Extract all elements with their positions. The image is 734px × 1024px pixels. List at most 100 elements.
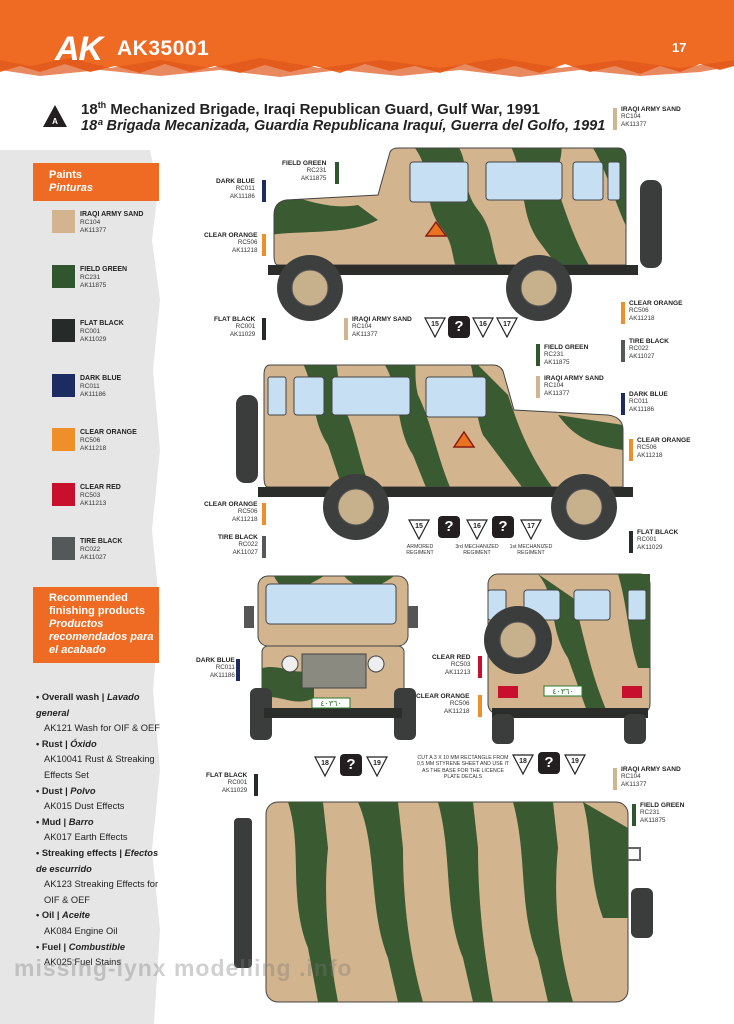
- vehicle-front-view: ٤٠٣٦٠: [244, 575, 418, 740]
- callout-bar: [478, 656, 482, 678]
- decal-row-2: 15 ? 16 ? 17: [408, 516, 548, 566]
- title-marker-icon: A: [43, 105, 67, 127]
- vehicle-rear-view: ٤٠٣٦٠: [484, 573, 651, 744]
- callout-bar: [262, 503, 266, 525]
- regiment-label: 1st MECHANIZED REGIMENT: [509, 544, 553, 557]
- decal-marking-symbol: ?: [340, 754, 362, 776]
- callout-bar: [262, 180, 266, 202]
- paint-swatch: [52, 537, 75, 560]
- decal-number: 18: [321, 760, 329, 767]
- vehicle-left-side-view: [268, 147, 662, 321]
- callout-bar: [536, 376, 540, 398]
- decal-number: 15: [431, 321, 439, 328]
- callout-bar: [478, 695, 482, 717]
- callout-bar: [621, 393, 625, 415]
- decal-rear: 18 ? 19: [512, 752, 586, 776]
- header-banner: [0, 0, 734, 77]
- callout-bar: [254, 774, 258, 796]
- paint-swatch: [52, 210, 75, 233]
- callout-bar: [621, 340, 625, 362]
- paint-swatch: [52, 373, 75, 397]
- decal-number: 15: [415, 523, 423, 530]
- callout-bar: [262, 536, 266, 558]
- page-title-spanish: 18ª Brigada Mecanizada, Guardia Republic…: [81, 118, 606, 134]
- callout-bar: [335, 162, 339, 184]
- decal-number: 16: [479, 321, 487, 328]
- decal-number: 17: [503, 321, 511, 328]
- decal-triangle-icon: [520, 519, 542, 540]
- callout-bar: [629, 439, 633, 461]
- decal-triangle-icon: [466, 519, 488, 540]
- decal-marking-symbol: ?: [538, 752, 560, 774]
- front-plate-text: ٤٠٣٦٠: [320, 699, 341, 708]
- decal-row-1: 15 ? 16 17: [424, 316, 524, 342]
- callout-bar: [613, 108, 617, 130]
- callout-bar: [344, 318, 348, 340]
- decal-number: 16: [473, 523, 481, 530]
- decal-number: 17: [527, 523, 535, 530]
- paint-swatch: [52, 264, 75, 288]
- product-code: AK35001: [117, 37, 210, 60]
- licence-plate-note: CUT A 3 X 10 MM RECTANGLE FROM 0,5 MM ST…: [416, 755, 510, 780]
- decal-marking-symbol: ?: [448, 316, 470, 338]
- callout-bar: [262, 234, 266, 256]
- brand-logo: AK: [55, 30, 103, 68]
- callout-bar: [621, 302, 625, 324]
- decal-number: 18: [519, 758, 527, 765]
- decal-triangle-icon: [366, 756, 388, 777]
- decal-front: 18 ? 19: [314, 754, 388, 778]
- decal-marking-symbol: ?: [438, 516, 460, 538]
- regiment-label: 3rd MECHANIZED REGIMENT: [455, 544, 499, 557]
- callout-bar: [536, 344, 540, 366]
- decal-number: 19: [373, 760, 381, 767]
- finishing-heading: Recommended finishing products Productos…: [33, 587, 159, 663]
- vehicle-right-side-view: [236, 364, 633, 540]
- callout-bar: [262, 318, 266, 340]
- regiment-label: ARMORED REGIMENT: [406, 544, 434, 557]
- decal-triangle-icon: [564, 754, 586, 775]
- page-number: 17: [672, 40, 687, 55]
- paint-swatch: [52, 482, 75, 506]
- callout-bar: [632, 804, 636, 826]
- rear-plate-text: ٤٠٣٦٠: [552, 687, 573, 696]
- vehicle-top-view: [234, 801, 653, 1003]
- decal-triangle-icon: [408, 519, 430, 540]
- paint-swatch: [52, 428, 75, 451]
- decal-triangle-icon: [314, 756, 336, 777]
- callout-bar: [629, 531, 633, 553]
- decal-number: 19: [571, 758, 579, 765]
- title-marker-letter: A: [52, 117, 58, 126]
- decal-triangle-icon: [496, 317, 518, 338]
- decal-triangle-icon: [424, 317, 446, 338]
